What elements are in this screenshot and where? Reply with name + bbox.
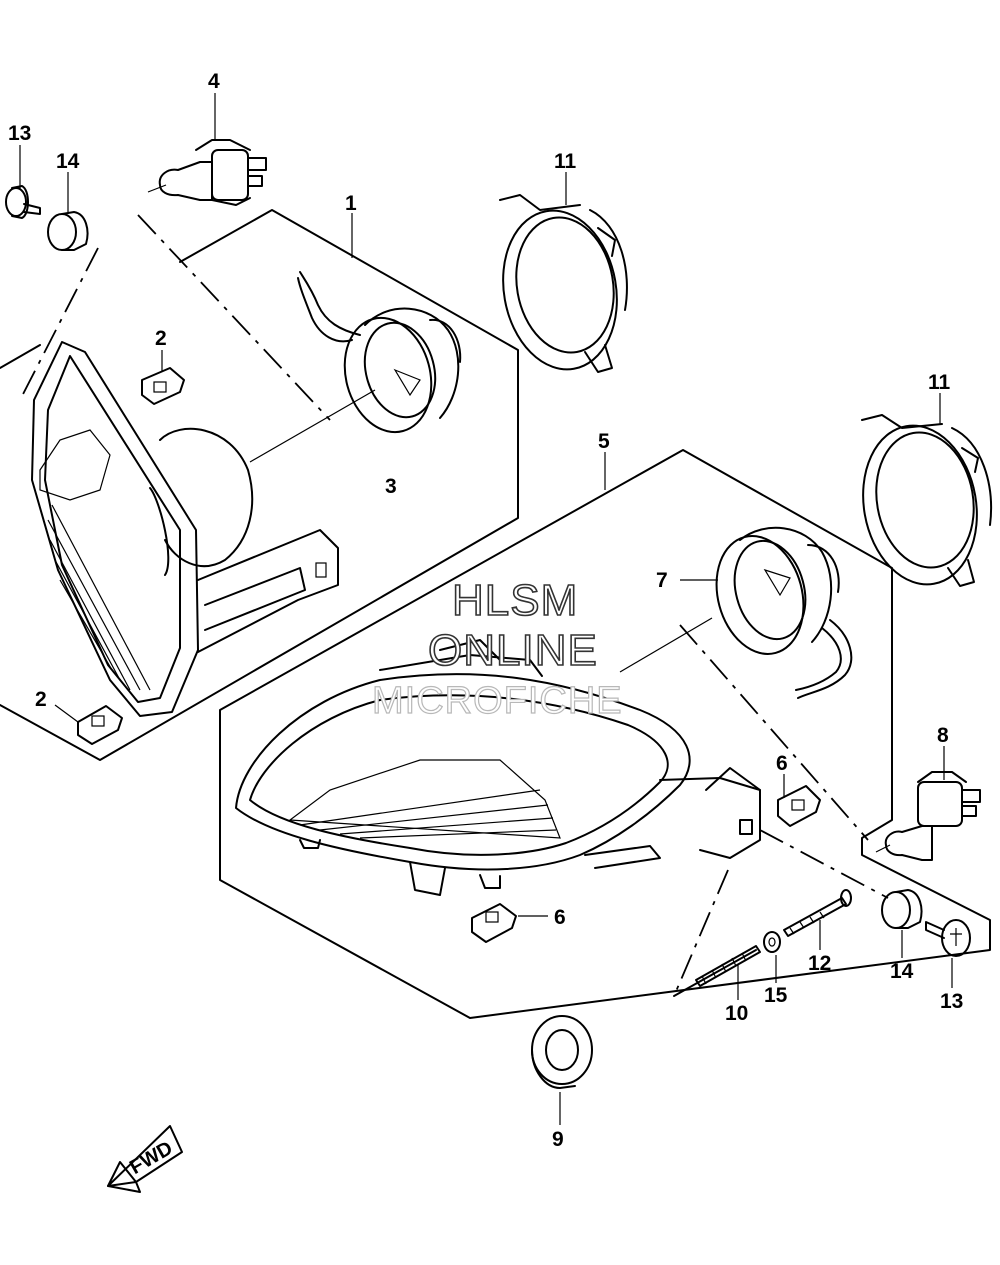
grommet-14-upper — [47, 211, 89, 251]
callout-14: 14 — [890, 960, 914, 983]
clip-6-lower — [471, 903, 517, 943]
watermark: HLSM ONLINE MICROFICHE — [371, 575, 623, 722]
callout-12: 12 — [808, 952, 831, 975]
callout-13: 13 — [8, 122, 31, 145]
callout-8: 8 — [937, 724, 949, 747]
callout-2: 2 — [155, 327, 167, 350]
callout-11: 11 — [928, 371, 951, 394]
washer — [763, 931, 781, 953]
right-bulb-socket — [715, 526, 853, 699]
callout-13: 13 — [940, 990, 963, 1013]
clip-2-upper — [141, 367, 185, 405]
left-bulb-socket — [297, 271, 462, 434]
callout-14: 14 — [56, 150, 80, 173]
leader-lines — [19, 93, 953, 1125]
callout-2: 2 — [35, 688, 47, 711]
callout-10: 10 — [725, 1002, 748, 1025]
adjusting-screw — [783, 889, 852, 937]
callout-6: 6 — [776, 752, 788, 775]
screw-13-lower — [925, 919, 971, 957]
right-bulb — [875, 771, 981, 861]
assembly-5-boundary — [219, 449, 991, 1019]
callout-1: 1 — [345, 192, 357, 215]
assembly-1-boundary — [0, 209, 519, 761]
clip-6-upper — [777, 785, 821, 827]
retaining-ring-upper — [499, 194, 628, 373]
callout-7: 7 — [656, 569, 668, 592]
left-headlamp-housing — [31, 341, 339, 717]
watermark-line-1: HLSM — [452, 576, 578, 625]
right-headlamp-housing — [235, 639, 761, 896]
retaining-ring-lower — [861, 414, 992, 587]
forward-arrow-icon: FWD — [107, 1125, 183, 1193]
callout-9: 9 — [552, 1128, 564, 1151]
callout-5: 5 — [598, 430, 610, 453]
grommet-14-lower — [881, 889, 923, 929]
callout-4: 4 — [208, 70, 220, 93]
callout-11: 11 — [554, 150, 577, 173]
callout-6: 6 — [554, 906, 566, 929]
callout-3: 3 — [385, 475, 397, 498]
watermark-line-3: MICROFICHE — [372, 680, 623, 722]
left-bulb — [147, 139, 267, 206]
clip-2-lower — [77, 705, 123, 745]
seal-ring — [531, 1015, 593, 1089]
watermark-line-2: ONLINE — [428, 626, 598, 675]
screw-13-upper — [5, 185, 41, 219]
callout-15: 15 — [764, 984, 788, 1007]
